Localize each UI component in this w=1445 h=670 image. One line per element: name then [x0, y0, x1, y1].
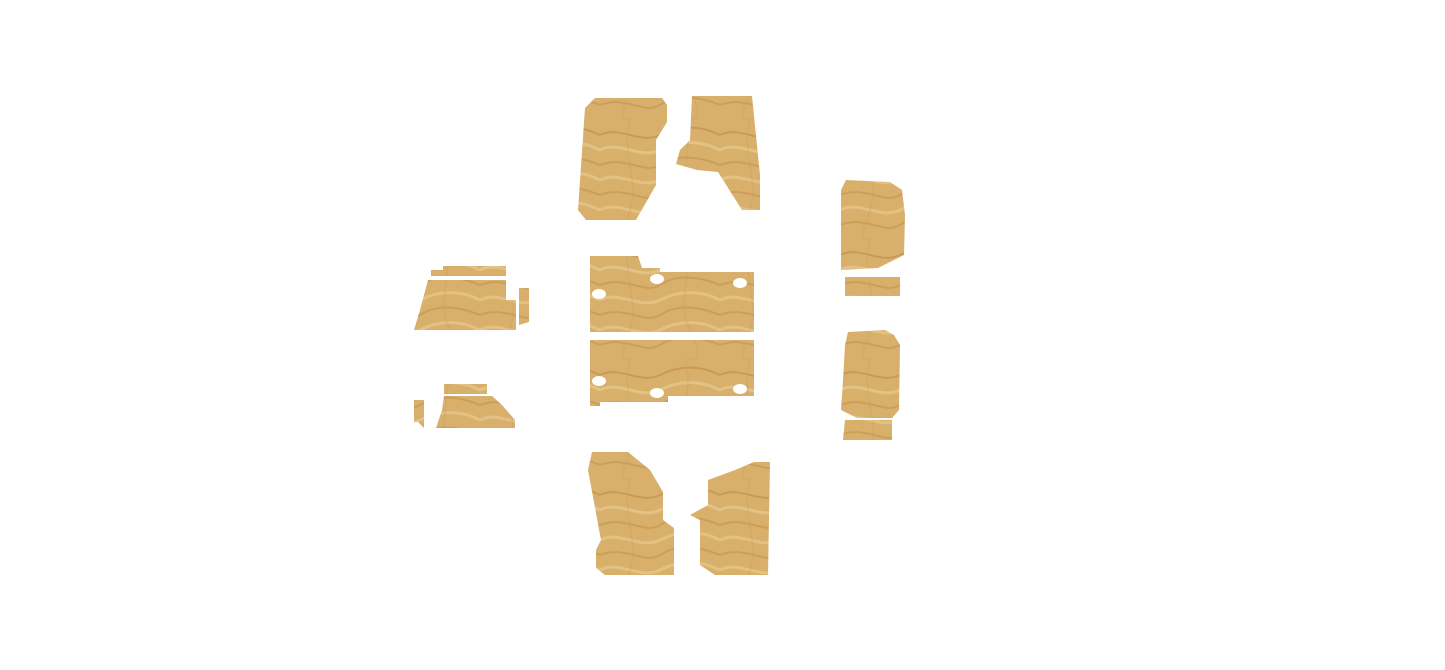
center-upper-hole-3	[733, 278, 747, 288]
left-side-panels	[414, 266, 529, 428]
right-side-panels	[841, 180, 905, 440]
center-upper-hole-1	[592, 289, 606, 299]
bottom-right-panel	[690, 462, 770, 575]
left-lower-panel	[436, 396, 515, 428]
center-lower-panel	[590, 340, 754, 406]
left-lower-edge	[414, 400, 424, 428]
right-upper-strip	[845, 277, 900, 296]
top-right-panel	[676, 96, 760, 210]
right-lower-strip	[843, 420, 892, 440]
bottom-panels	[588, 452, 770, 575]
center-floor-panels	[590, 256, 754, 406]
center-upper-panel	[590, 256, 754, 332]
bottom-left-panel	[588, 452, 674, 575]
left-strip-top	[431, 266, 506, 276]
left-small-top	[444, 384, 487, 394]
center-lower-hole-3	[733, 384, 747, 394]
center-lower-hole-2	[650, 388, 664, 398]
left-narrow-strip	[519, 288, 529, 325]
left-upper-panel	[414, 280, 516, 330]
top-panels	[578, 96, 760, 220]
right-upper-panel	[841, 180, 905, 270]
top-left-panel	[578, 98, 667, 220]
right-lower-panel	[841, 330, 900, 418]
center-lower-hole-1	[592, 376, 606, 386]
center-upper-hole-2	[650, 274, 664, 284]
